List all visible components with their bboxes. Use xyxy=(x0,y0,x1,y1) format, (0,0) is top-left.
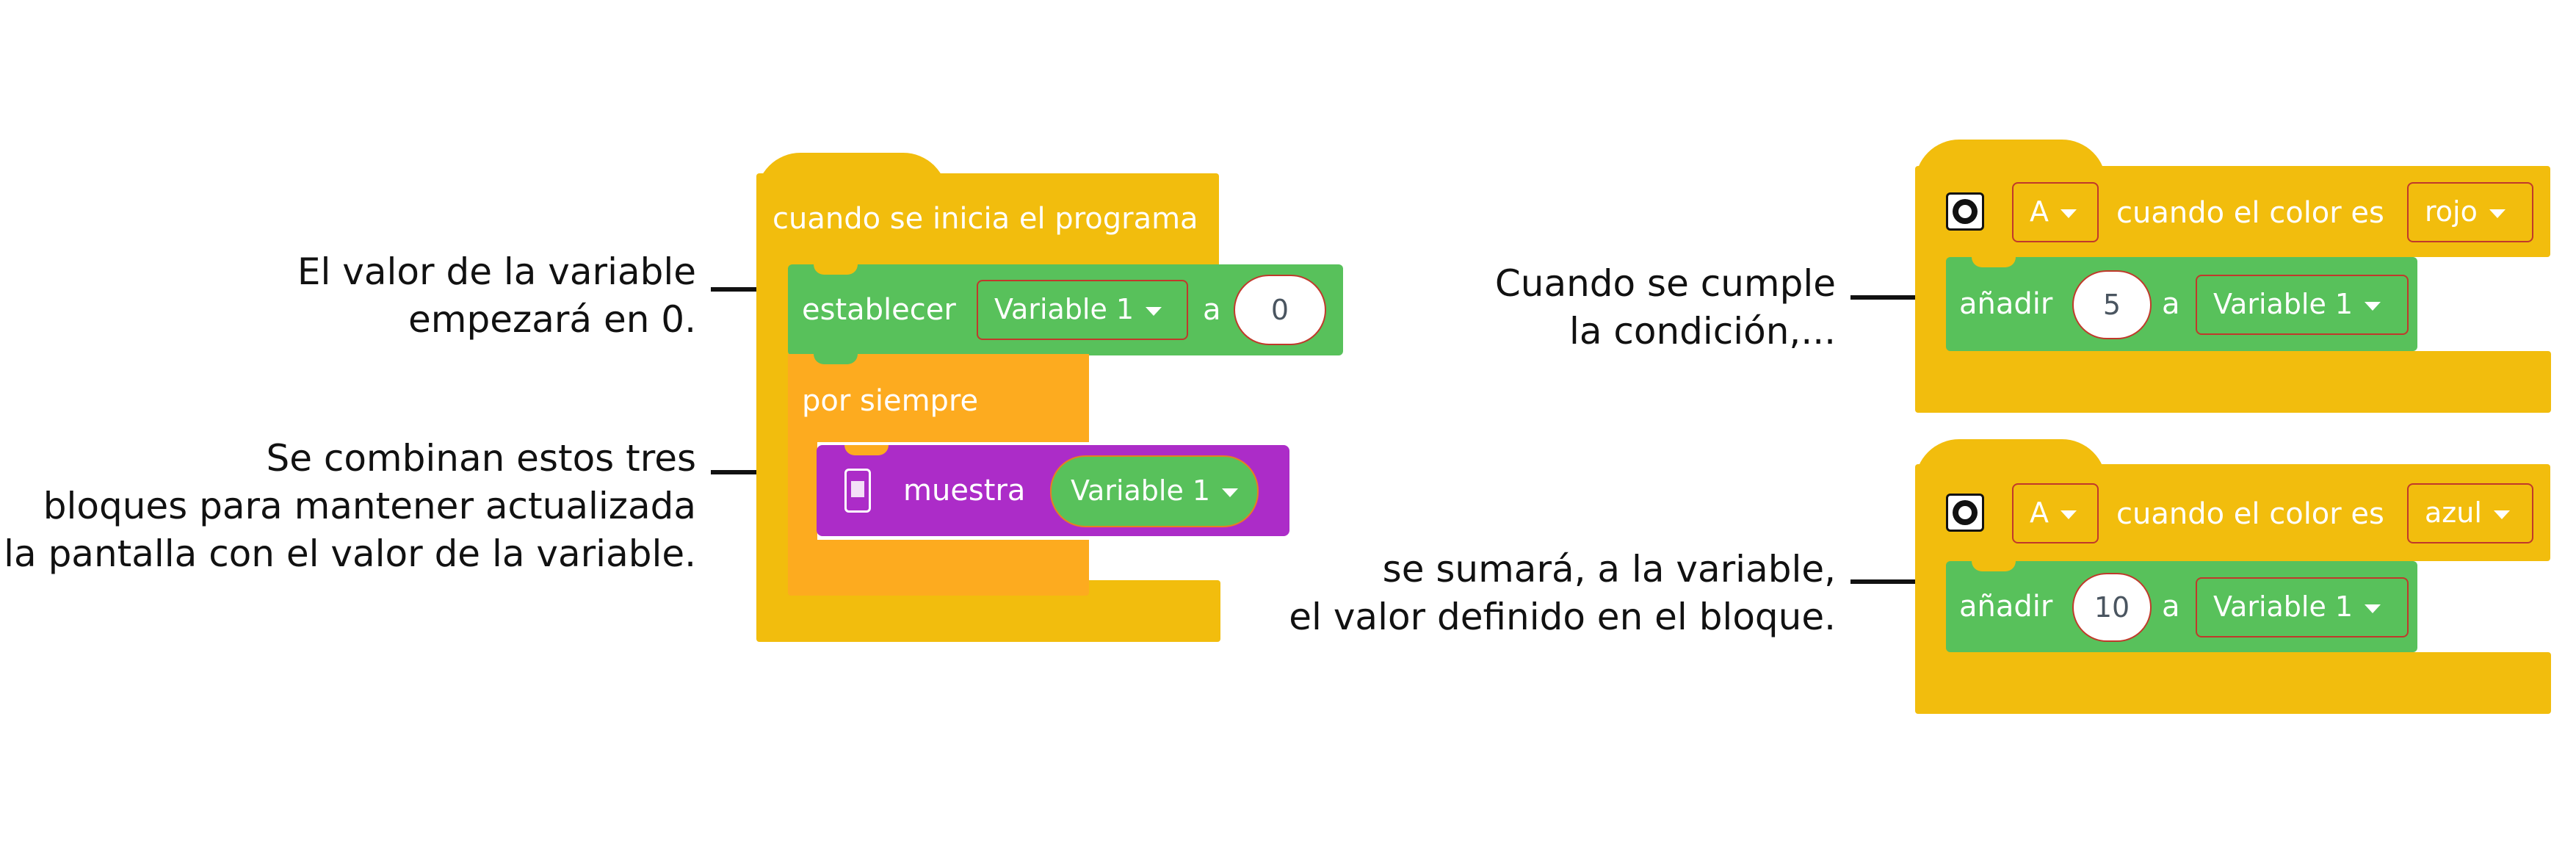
dropdown-value: Variable 1 xyxy=(2213,590,2354,623)
color-event-hat[interactable] xyxy=(1915,464,2550,561)
hat-block-top[interactable] xyxy=(756,173,1219,264)
display-label: muestra xyxy=(903,474,1026,507)
dropdown-value: A xyxy=(2030,496,2049,529)
add-to-label: a xyxy=(2162,590,2180,624)
annotation-line: empezará en 0. xyxy=(408,298,696,341)
block-notch xyxy=(814,264,858,275)
hat-block-bottom xyxy=(1915,351,2551,413)
dropdown-value: A xyxy=(2030,195,2049,228)
block-notch xyxy=(844,445,889,455)
chevron-down-icon xyxy=(2493,510,2510,519)
forever-block-bottom xyxy=(788,540,1089,596)
display-variable-reporter[interactable]: Variable 1 xyxy=(1050,455,1259,527)
condition-label: cuando el color es xyxy=(2116,196,2384,230)
annotation-line: El valor de la variable xyxy=(297,250,696,293)
reporter-value: Variable 1 xyxy=(1071,474,1211,507)
annotation-line: el valor definido en el bloque. xyxy=(1289,596,1836,638)
color-sensor-icon xyxy=(1946,192,1984,231)
dropdown-value: Variable 1 xyxy=(2213,288,2354,320)
condition-label: cuando el color es xyxy=(2116,497,2384,531)
annotation-combined-blocks: Se combinan estos tres bloques para mant… xyxy=(4,435,696,578)
dropdown-value: azul xyxy=(2425,496,2482,529)
dropdown-value: Variable 1 xyxy=(994,293,1135,325)
annotation-line: Cuando se cumple xyxy=(1494,262,1836,305)
set-value-input[interactable]: 0 xyxy=(1234,275,1326,345)
port-dropdown[interactable]: A xyxy=(2012,483,2099,543)
connector-line xyxy=(711,470,797,474)
set-variable-dropdown[interactable]: Variable 1 xyxy=(977,280,1188,340)
forever-label: por siempre xyxy=(802,384,979,418)
chevron-down-icon xyxy=(2489,209,2506,218)
chevron-down-icon xyxy=(1222,488,1239,497)
annotation-condition: Cuando se cumple la condición,... xyxy=(1495,260,1836,355)
forever-block-top[interactable] xyxy=(788,354,1089,442)
annotation-line: Se combinan estos tres xyxy=(266,437,696,480)
set-label: establecer xyxy=(802,293,956,327)
color-dropdown[interactable]: azul xyxy=(2407,483,2533,543)
chevron-down-icon xyxy=(2365,604,2381,613)
color-dropdown[interactable]: rojo xyxy=(2407,182,2533,242)
add-value-input[interactable]: 10 xyxy=(2072,573,2152,642)
add-to-label: a xyxy=(2162,287,2180,321)
screen-display-icon xyxy=(844,469,871,513)
connector-line xyxy=(1850,295,1942,300)
hat-block-bottom xyxy=(1915,652,2551,714)
variable-dropdown[interactable]: Variable 1 xyxy=(2196,577,2409,637)
chevron-down-icon xyxy=(2365,301,2381,311)
hat-block-label: cuando se inicia el programa xyxy=(773,202,1198,236)
annotation-line: la condición,... xyxy=(1569,310,1836,353)
annotation-initial-value: El valor de la variable empezará en 0. xyxy=(297,248,696,344)
color-sensor-icon xyxy=(1946,494,1984,532)
connector-line xyxy=(711,287,784,292)
annotation-line: se sumará, a la variable, xyxy=(1382,548,1836,590)
annotation-line: bloques para mantener actualizada xyxy=(43,485,696,527)
set-to-label: a xyxy=(1203,293,1221,327)
chevron-down-icon xyxy=(1146,306,1162,316)
port-dropdown[interactable]: A xyxy=(2012,182,2099,242)
add-value-input[interactable]: 5 xyxy=(2072,270,2152,339)
annotation-line: la pantalla con el valor de la variable. xyxy=(4,532,696,575)
add-to-variable-block[interactable] xyxy=(1946,257,2417,351)
chevron-down-icon xyxy=(2061,209,2077,218)
connector-line xyxy=(1850,579,1942,584)
chevron-down-icon xyxy=(2061,510,2077,519)
forever-block-rail xyxy=(788,441,817,543)
annotation-sum: se sumará, a la variable, el valor defin… xyxy=(1289,546,1836,641)
dropdown-value: rojo xyxy=(2425,195,2478,228)
block-notch xyxy=(1972,561,2016,571)
block-notch xyxy=(814,354,858,364)
variable-dropdown[interactable]: Variable 1 xyxy=(2196,275,2409,335)
add-label: añadir xyxy=(1959,590,2053,624)
block-notch xyxy=(1972,257,2016,267)
add-label: añadir xyxy=(1959,287,2053,321)
